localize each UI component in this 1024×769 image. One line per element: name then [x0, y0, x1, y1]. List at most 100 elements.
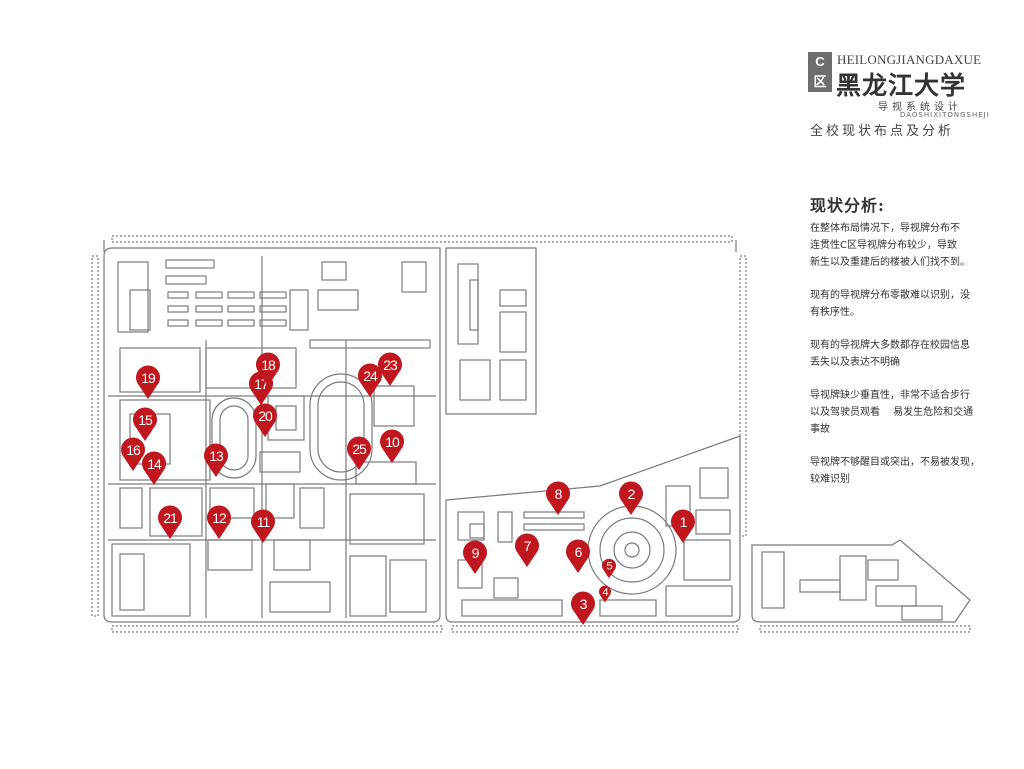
- wall-south-far: [759, 625, 971, 633]
- marker-number: 14: [147, 456, 162, 472]
- marker-number: 18: [261, 357, 276, 373]
- marker-number: 1: [680, 514, 688, 530]
- marker-pin: [255, 352, 280, 386]
- sign-marker-1: 1: [671, 509, 695, 543]
- marker-number: 23: [383, 357, 398, 373]
- marker-number: 13: [209, 448, 224, 464]
- sign-marker-5: 5: [602, 558, 616, 579]
- sign-marker-24: 24: [357, 363, 383, 397]
- east-campus-outline: [445, 435, 741, 623]
- sign-marker-18: 18: [255, 352, 280, 386]
- analysis-paragraph-2: 现有的导视牌分布零散难以识别，没 有秩序性。: [810, 290, 970, 318]
- marker-pin: [121, 437, 145, 471]
- marker-number: 19: [141, 370, 156, 386]
- zone-badge: C 区: [808, 52, 832, 92]
- marker-pin: [142, 451, 166, 485]
- far-east-outline: [751, 539, 971, 623]
- marker-number: 12: [212, 510, 227, 526]
- sign-marker-25: 25: [346, 436, 372, 470]
- sign-marker-3: 3: [571, 591, 596, 625]
- marker-number: 24: [363, 368, 378, 384]
- analysis-heading: 现状分析:: [810, 196, 885, 215]
- sign-marker-16: 16: [121, 437, 145, 471]
- marker-pin: [545, 481, 570, 515]
- marker-pin: [671, 509, 695, 543]
- marker-number: 25: [352, 441, 367, 457]
- wall-south-west: [111, 625, 443, 633]
- wall-west: [91, 255, 99, 617]
- marker-pin: [599, 585, 612, 603]
- marker-number: 5: [606, 561, 612, 573]
- university-name: 黑龙江大学: [836, 71, 967, 100]
- sign-marker-19: 19: [136, 365, 160, 399]
- sign-marker-7: 7: [514, 533, 539, 567]
- marker-pin: [514, 533, 539, 567]
- marker-pin: [379, 429, 404, 463]
- marker-pin: [158, 505, 182, 539]
- marker-pin: [571, 591, 596, 625]
- sign-marker-6: 6: [566, 539, 590, 573]
- marker-pin: [251, 509, 275, 543]
- sign-marker-11: 11: [251, 509, 275, 543]
- sign-marker-13: 13: [204, 443, 228, 477]
- marker-number: 8: [555, 486, 563, 502]
- analysis-panel: 现状分析: 在整体布局情况下，导视牌分布不 连贯性C区导视牌分布较少，导致 新生…: [810, 192, 1015, 504]
- marker-number: 6: [575, 544, 583, 560]
- sign-marker-20: 20: [252, 403, 277, 437]
- marker-number: 2: [628, 486, 636, 502]
- sign-marker-23: 23: [377, 352, 402, 386]
- central-block-outline: [445, 247, 537, 415]
- sign-marker-21: 21: [158, 505, 182, 539]
- analysis-paragraph-1: 在整体布局情况下，导视牌分布不 连贯性C区导视牌分布较少，导致 新生以及重建后的…: [810, 223, 970, 268]
- zone-suffix: 区: [813, 74, 827, 89]
- marker-pin: [357, 363, 383, 397]
- track-west: [211, 397, 257, 479]
- sign-marker-8: 8: [545, 481, 570, 515]
- marker-pin: [346, 436, 372, 470]
- sign-marker-12: 12: [207, 505, 231, 539]
- marker-pin: [377, 352, 402, 386]
- marker-number: 9: [472, 545, 480, 561]
- system-title: 导视系统设计: [878, 102, 962, 113]
- analysis-paragraph-4: 导视牌缺少垂直性，非常不适合步行 以及驾驶员观看 易发生危险和交通 事故: [810, 390, 974, 435]
- analysis-paragraph-3: 现有的导视牌大多数都存在校园信息 丢失以及表达不明确: [810, 340, 970, 368]
- marker-pin: [207, 505, 231, 539]
- sign-marker-10: 10: [379, 429, 404, 463]
- brand-block: C 区 HEILONGJIANGDAXUE 黑龙江大学 导视系统设计 DAOSH…: [808, 52, 1008, 140]
- marker-number: 10: [385, 434, 400, 450]
- marker-number: 7: [524, 538, 532, 554]
- marker-pin: [619, 481, 644, 515]
- marker-pin: [136, 365, 160, 399]
- marker-number: 4: [602, 587, 608, 599]
- marker-number: 3: [580, 596, 588, 612]
- marker-pin: [566, 539, 590, 573]
- west-campus-outline: [103, 247, 441, 623]
- marker-pin: [204, 443, 228, 477]
- page-title: 全校现状布点及分析: [810, 124, 955, 139]
- marker-number: 16: [126, 442, 141, 458]
- system-title-pinyin: DAOSHIXITONGSHEJI: [900, 111, 990, 119]
- sign-marker-9: 9: [463, 540, 488, 574]
- wall-east: [739, 255, 747, 537]
- marker-pin: [463, 540, 488, 574]
- track-east: [309, 373, 373, 481]
- marker-pin: [133, 407, 157, 441]
- marker-number: 20: [258, 408, 273, 424]
- marker-number: 21: [163, 510, 178, 526]
- marker-pin: [602, 558, 616, 579]
- sign-marker-4: 4: [599, 585, 612, 603]
- sign-marker-14: 14: [142, 451, 166, 485]
- sign-marker-2: 2: [619, 481, 644, 515]
- wall-north: [111, 235, 733, 243]
- wall-south-east: [451, 625, 739, 633]
- marker-number: 15: [138, 412, 153, 428]
- university-pinyin: HEILONGJIANGDAXUE: [837, 52, 982, 67]
- marker-pin: [252, 403, 277, 437]
- round-plaza: [587, 505, 677, 595]
- analysis-paragraph-5: 导视牌不够醒目或突出，不易被发现， 较难识别: [810, 457, 980, 485]
- sign-marker-15: 15: [133, 407, 157, 441]
- zone-letter: C: [815, 54, 825, 69]
- marker-number: 11: [257, 514, 271, 530]
